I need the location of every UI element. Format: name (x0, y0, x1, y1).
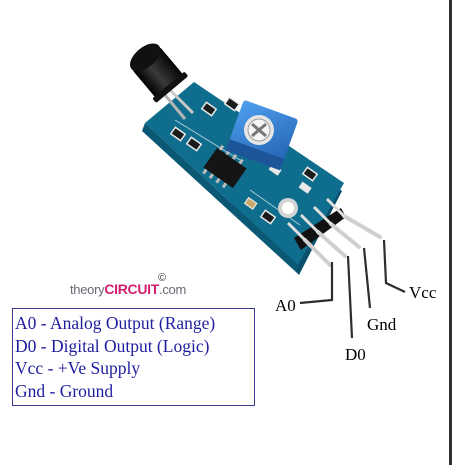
legend-code: D0 (15, 335, 37, 356)
leader-line-gnd (362, 247, 372, 309)
silkscreen-lines (174, 119, 301, 226)
pin-label-a0: A0 (275, 296, 296, 315)
legend-description: Digital Output (Logic) (50, 335, 210, 356)
legend-row-gnd: Gnd - Ground (15, 380, 254, 403)
smd-capacitor-icon (243, 196, 258, 210)
page-edge-rule (449, 0, 452, 465)
watermark-com: .com (159, 282, 187, 297)
pin-label-vcc: Vcc (409, 283, 437, 302)
legend-description: Ground (59, 380, 114, 401)
pin-legend-box: A0 - Analog Output (Range) D0 - Digital … (12, 308, 255, 406)
mounting-hole (278, 198, 298, 218)
watermark-theory: theory (70, 282, 105, 297)
legend-row-vcc: Vcc - +Ve Supply (15, 357, 254, 380)
leader-line-a0 (299, 262, 334, 305)
smd-resistor-icon (185, 136, 203, 152)
legend-code: Vcc (15, 358, 44, 378)
header-pins (286, 197, 382, 267)
smd-resistor-icon (301, 166, 319, 182)
flame-sensor-led-icon (130, 43, 195, 120)
header-pin-icon (286, 221, 332, 267)
theorycircuit-watermark: theoryCIRCUIT.com (70, 281, 186, 297)
header-pin-icon (325, 197, 382, 239)
legend-separator: - (36, 335, 51, 356)
smd-resistor-icon (169, 126, 187, 142)
header-pin-icon (312, 205, 361, 249)
header-pin-icon (299, 213, 347, 258)
pin-label-d0: D0 (345, 345, 366, 364)
pin-label-gnd: Gnd (367, 315, 397, 334)
watermark-circuit: CIRCUIT (104, 281, 160, 297)
pin-leader-lines (299, 239, 406, 339)
leader-line-vcc (382, 239, 406, 293)
smd-led-icon (298, 181, 312, 194)
legend-separator: - (36, 313, 51, 333)
smd-resistor-icon (223, 96, 241, 112)
legend-code: A0 (15, 313, 37, 333)
smd-components (169, 96, 319, 225)
legend-description: Analog Output (Range) (50, 313, 216, 333)
smd-resistor-icon (200, 101, 218, 117)
legend-code: Gnd (15, 380, 46, 401)
leader-line-d0 (346, 255, 354, 339)
legend-row-d0: D0 - Digital Output (Logic) (15, 335, 254, 358)
legend-separator: - (43, 358, 58, 378)
legend-description: +Ve Supply (57, 358, 141, 378)
potentiometer-icon (225, 100, 298, 171)
comparator-chip-icon (202, 144, 247, 189)
copyright-icon: © (158, 272, 167, 284)
smd-resistor-icon (259, 209, 277, 225)
legend-separator: - (45, 380, 60, 401)
legend-row-a0: A0 - Analog Output (Range) (15, 312, 254, 335)
